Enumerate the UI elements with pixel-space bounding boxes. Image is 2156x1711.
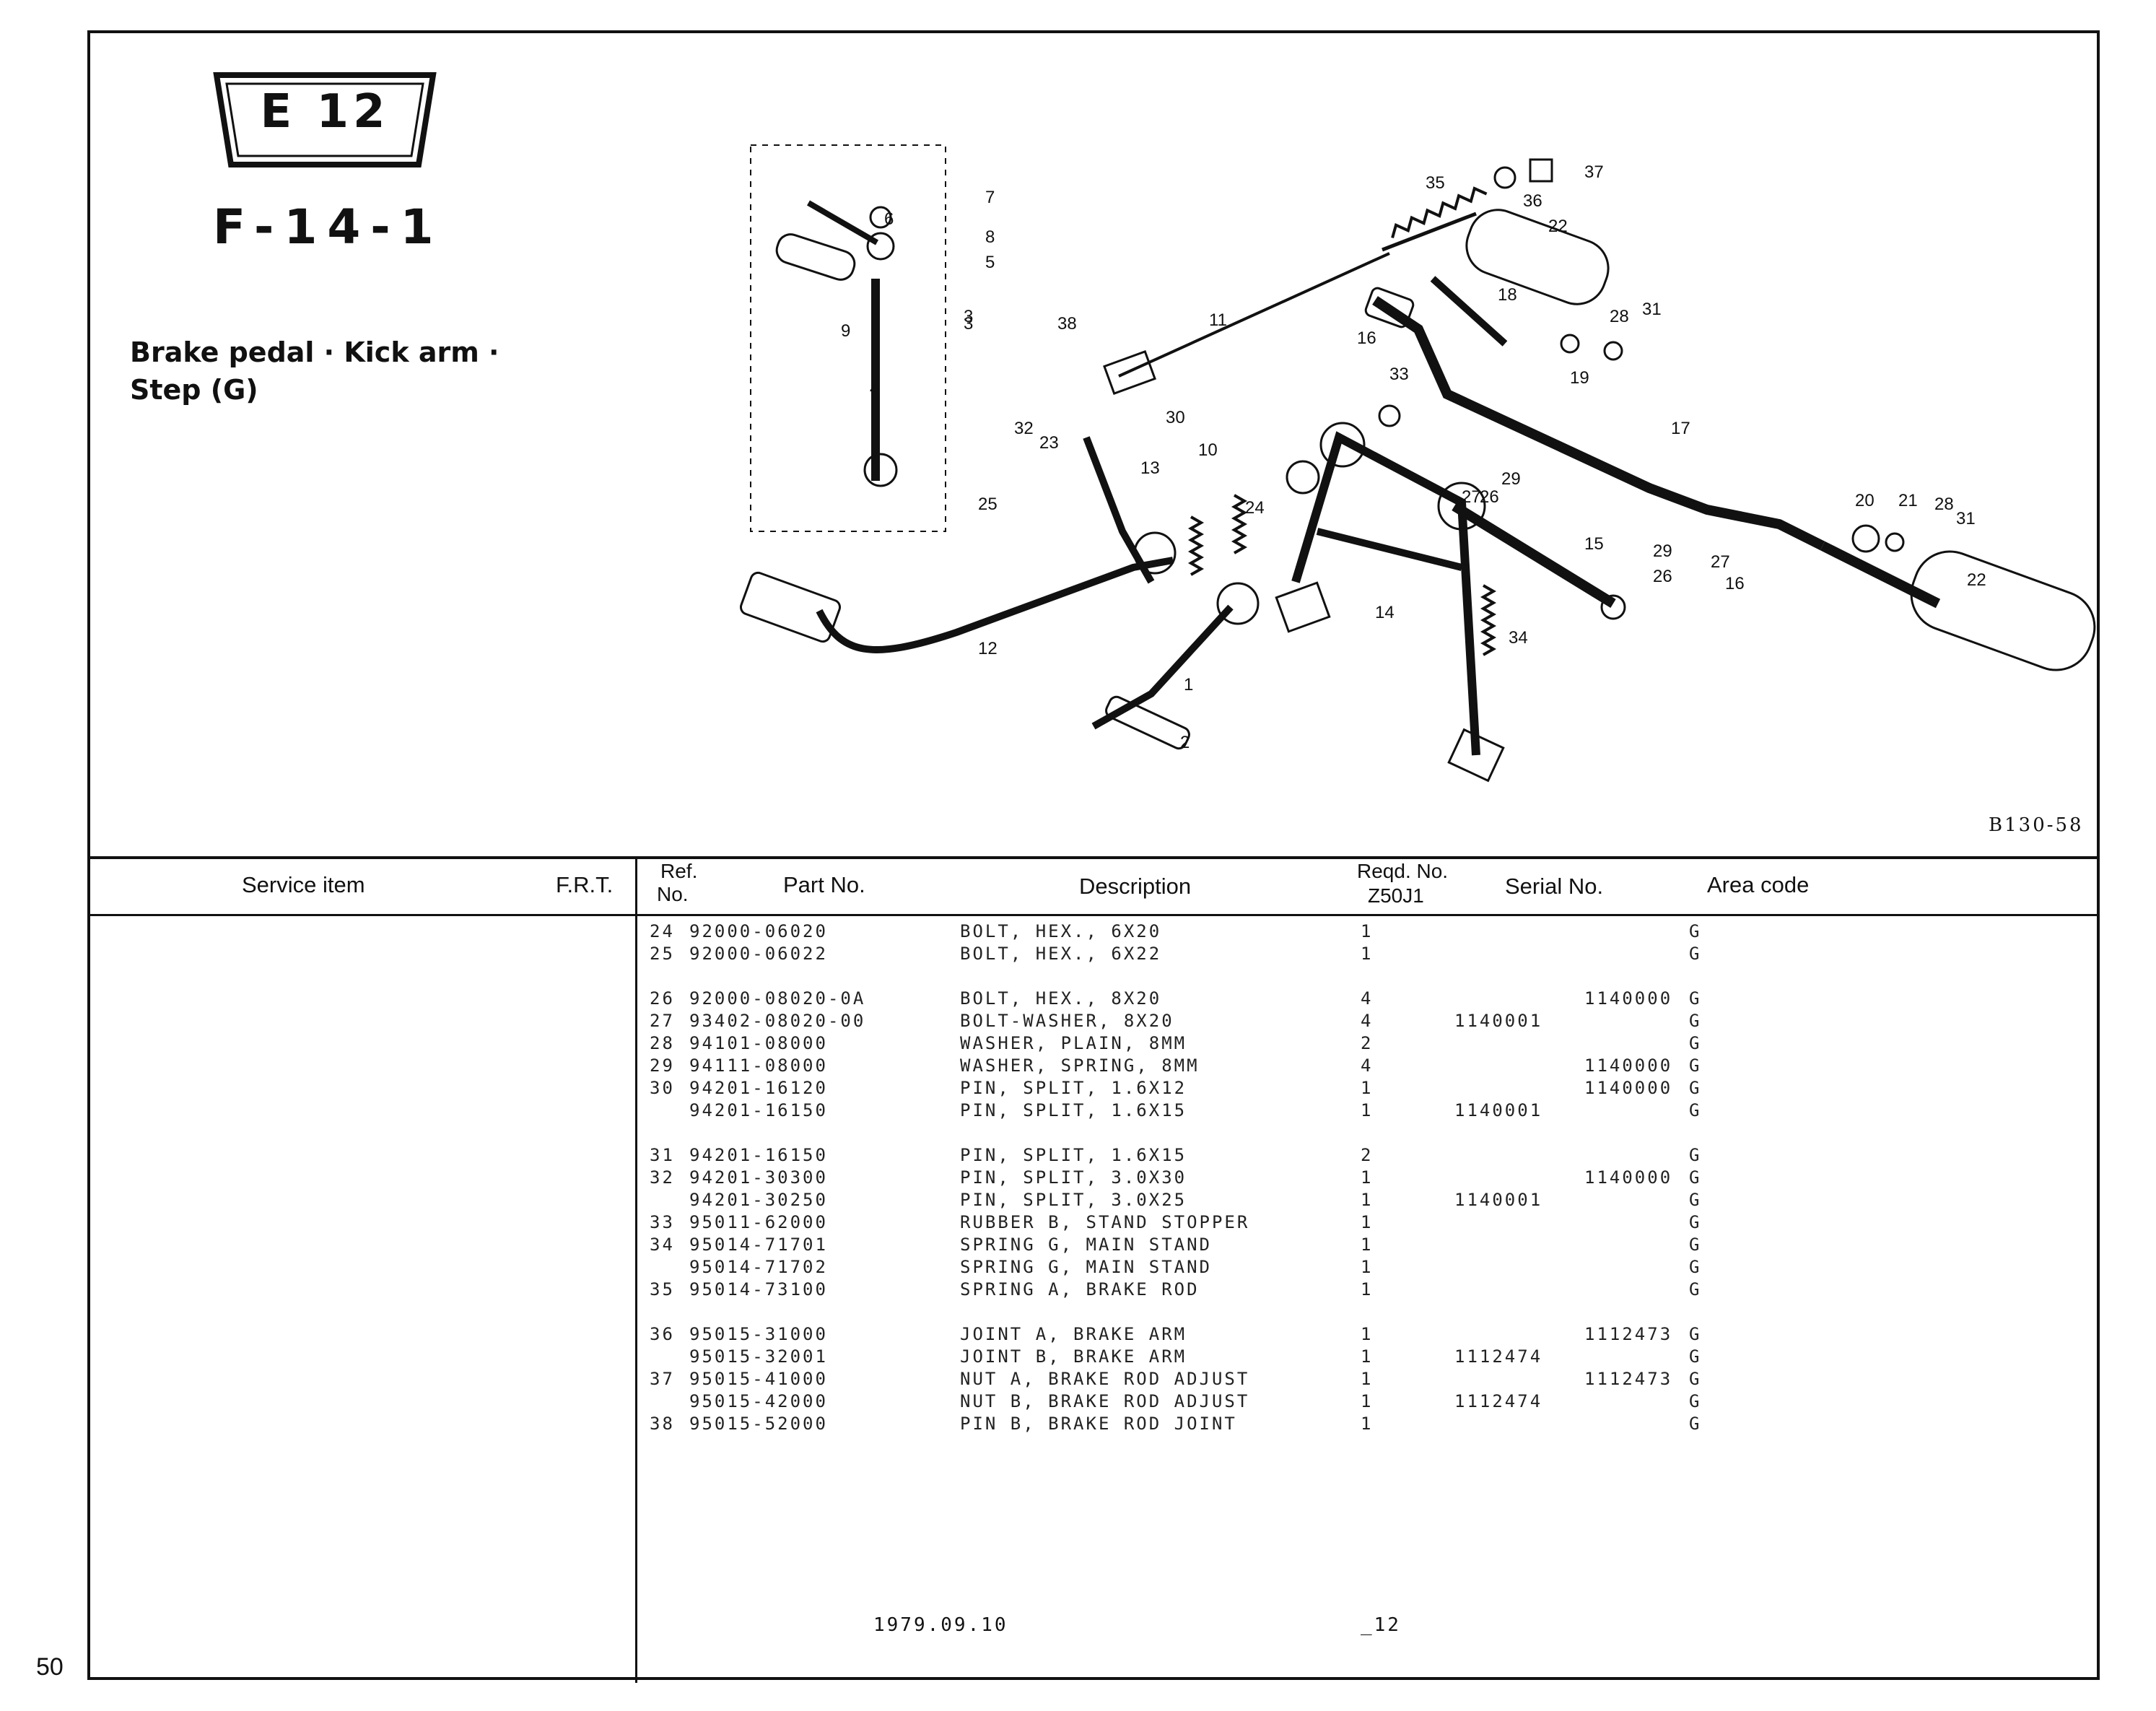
- header-ref-no-line1: Ref.: [660, 860, 698, 882]
- svg-text:10: 10: [1198, 440, 1218, 460]
- svg-text:26: 26: [1480, 487, 1499, 507]
- svg-text:30: 30: [1166, 408, 1185, 427]
- svg-text:35: 35: [1426, 173, 1445, 193]
- header-description: Description: [1079, 874, 1192, 899]
- header-frt: F.R.T.: [556, 872, 614, 897]
- figure-code: F-14-1: [213, 199, 444, 255]
- svg-text:16: 16: [1725, 574, 1745, 593]
- svg-text:31: 31: [1642, 300, 1662, 319]
- column-divider: [635, 859, 637, 1683]
- section-badge: E 12: [260, 85, 390, 139]
- svg-text:23: 23: [1039, 433, 1059, 453]
- svg-text:28: 28: [1610, 307, 1629, 326]
- svg-text:27: 27: [1711, 552, 1730, 572]
- svg-text:12: 12: [978, 639, 998, 658]
- svg-text:3: 3: [964, 314, 973, 334]
- header-reqd-line2: Z50J1: [1368, 884, 1424, 907]
- svg-text:5: 5: [985, 253, 995, 272]
- svg-text:3: 3: [964, 307, 973, 326]
- header-serial-no: Serial No.: [1505, 874, 1604, 899]
- svg-text:7: 7: [985, 188, 995, 207]
- svg-text:21: 21: [1898, 491, 1918, 510]
- svg-text:26: 26: [1653, 567, 1672, 586]
- svg-text:19: 19: [1570, 368, 1589, 388]
- figure-title-line1: Brake pedal · Kick arm ·: [130, 336, 499, 368]
- svg-text:22: 22: [1548, 217, 1568, 236]
- svg-text:9: 9: [841, 321, 850, 341]
- svg-text:34: 34: [1509, 628, 1528, 648]
- svg-text:37: 37: [1584, 162, 1604, 182]
- svg-text:4: 4: [870, 379, 879, 399]
- svg-text:13: 13: [1140, 458, 1160, 478]
- svg-text:8: 8: [985, 227, 995, 247]
- svg-text:31: 31: [1956, 509, 1976, 528]
- header-area-code: Area code: [1707, 872, 1810, 897]
- svg-text:27: 27: [1462, 487, 1481, 507]
- footer-code: _12: [1361, 1614, 1401, 1636]
- svg-text:24: 24: [1245, 498, 1265, 518]
- header-ref-no-line2: No.: [657, 883, 689, 905]
- svg-text:15: 15: [1584, 534, 1604, 554]
- svg-text:11: 11: [1209, 310, 1227, 330]
- footer-date: 1979.09.10: [873, 1614, 1008, 1636]
- svg-text:14: 14: [1375, 603, 1395, 622]
- svg-text:38: 38: [1057, 314, 1077, 334]
- svg-text:20: 20: [1855, 491, 1875, 510]
- header-part-no: Part No.: [783, 872, 865, 897]
- svg-text:36: 36: [1523, 191, 1542, 211]
- svg-text:29: 29: [1653, 541, 1672, 561]
- section-badge-shape: [213, 72, 437, 167]
- parts-page-frame: E 12 F-14-1 Brake pedal · Kick arm · Ste…: [87, 30, 2100, 1683]
- svg-text:33: 33: [1389, 365, 1409, 384]
- diagram-code: B130-58: [1989, 814, 2084, 836]
- header-service-item: Service item: [242, 872, 365, 897]
- svg-text:32: 32: [1014, 419, 1034, 438]
- svg-text:28: 28: [1934, 495, 1954, 514]
- svg-text:16: 16: [1357, 328, 1376, 348]
- header-reqd-line1: Reqd. No.: [1357, 860, 1449, 882]
- svg-text:29: 29: [1501, 469, 1521, 489]
- svg-text:1: 1: [1184, 675, 1193, 695]
- svg-text:2: 2: [1180, 733, 1190, 752]
- table-header: Service item F.R.T. Ref. No. Part No. De…: [90, 859, 2097, 916]
- svg-text:18: 18: [1498, 285, 1517, 305]
- svg-text:25: 25: [978, 495, 998, 514]
- svg-text:22: 22: [1967, 570, 1986, 590]
- svg-text:17: 17: [1671, 419, 1690, 438]
- svg-text:6: 6: [884, 209, 894, 229]
- illustration-panel: E 12 F-14-1 Brake pedal · Kick arm · Ste…: [90, 33, 2097, 859]
- page-number: 50: [36, 1653, 64, 1681]
- figure-title-line2: Step (G): [130, 374, 258, 406]
